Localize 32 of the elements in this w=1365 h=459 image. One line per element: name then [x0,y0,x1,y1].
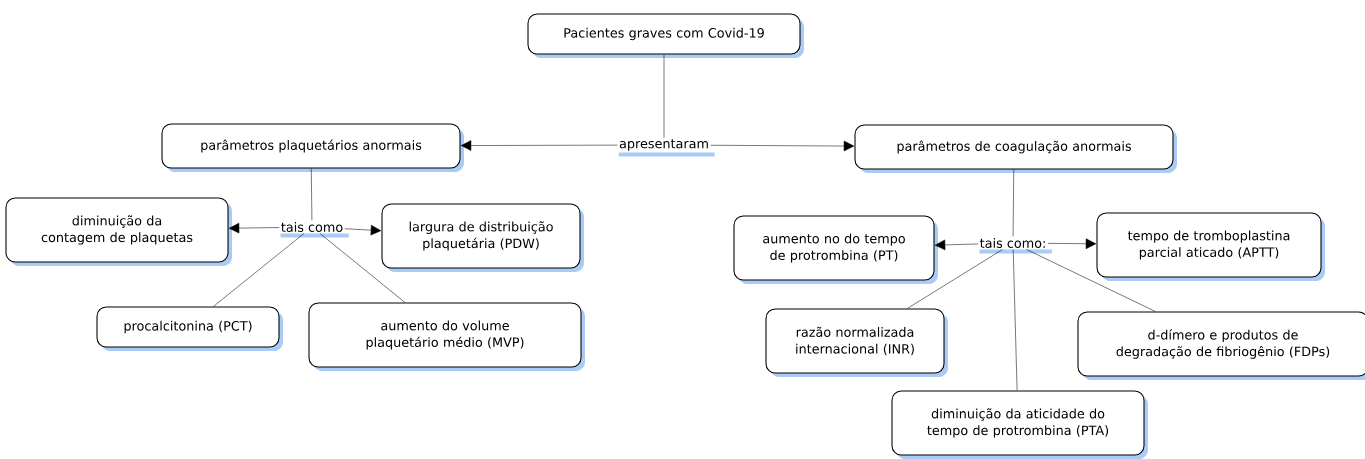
concept-box: parâmetros plaquetários anormais [161,123,464,172]
connector [710,140,855,152]
concept-box: Pacientes graves com Covid-19 [527,13,804,58]
concept-box: aumento do volume plaquetário médio (MVP) [308,302,585,371]
connector [460,140,618,151]
concept-box: parâmetros de coagulação anormais [854,124,1177,173]
concept-box: diminuição da contagem de plaquetas [5,197,232,266]
linking-phrase: tais como: [978,236,1052,254]
connector [344,224,382,236]
connector [1026,249,1156,312]
node-label: tais como [281,222,343,232]
node-label: apresentaram [619,139,708,151]
connector [1012,169,1015,237]
concept-box: largura de distribuição plaquetária (PDW) [381,203,584,272]
connector [907,249,1003,309]
concept-box: procalcitonina (PCT) [96,306,283,351]
connector [1012,249,1018,391]
connector [1047,238,1097,249]
connector [228,222,280,234]
connector [663,54,665,138]
connector [319,233,406,303]
node-label: tais como: [980,238,1045,248]
concept-box: razão normalizada internacional (INR) [765,308,948,377]
concept-box: aumento no do tempo de protrombina (PT) [733,215,938,284]
concept-box: diminuição da aticidade do tempo de protrombina (PTA) [891,390,1148,459]
connector [934,239,979,251]
concept-box: d-dímero e produtos de degradação de fibriogênio (FDPs) [1077,311,1365,380]
concept-box: tempo de tromboplastina parcial aticado (APTT) [1096,212,1325,281]
linking-phrase: tais como [279,220,349,238]
linking-phrase: apresentaram [617,137,715,157]
connector [311,168,313,221]
connector [213,233,305,307]
